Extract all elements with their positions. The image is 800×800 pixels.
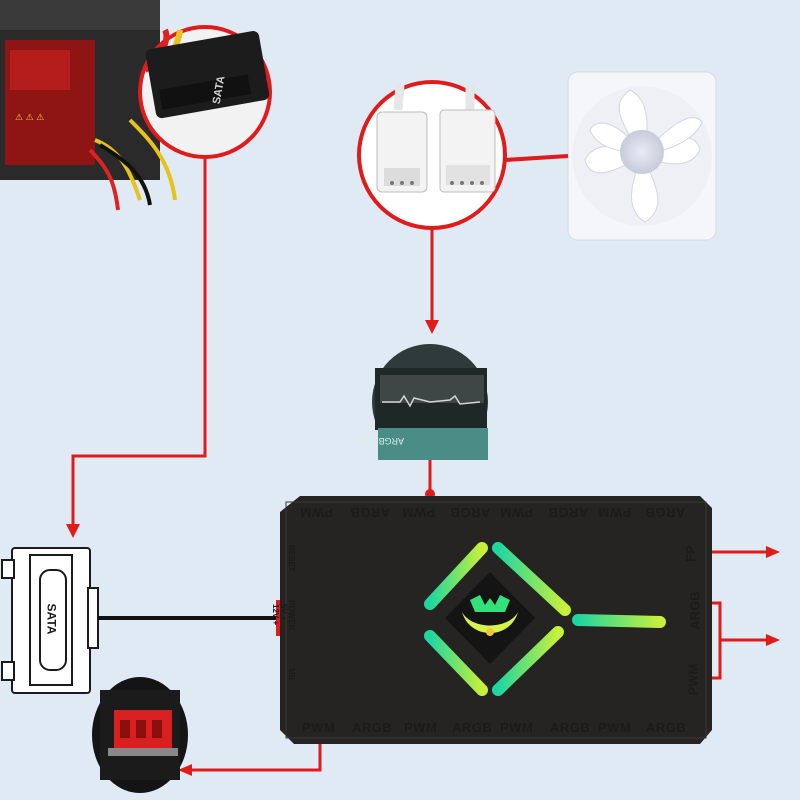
top-port-label[interactable]: PWM — [500, 505, 534, 520]
reset-label: RESET — [287, 545, 296, 572]
bottom-port-label[interactable]: ARGB — [352, 720, 393, 735]
fan-hub-board — [280, 496, 712, 744]
svg-text:⚠ ⚠ ⚠: ⚠ ⚠ ⚠ — [15, 112, 44, 122]
top-port-label[interactable]: ARGB — [450, 505, 491, 520]
case-fan-image — [567, 71, 717, 241]
fan-cable-zoom — [357, 80, 507, 230]
right-port-label[interactable]: FP — [682, 545, 698, 562]
top-port-label[interactable]: PWM — [300, 505, 334, 520]
twelve-volt-label: 12V + — [271, 604, 280, 626]
top-port-label[interactable]: ARGB — [645, 505, 686, 520]
top-port-label[interactable]: ARGB — [548, 505, 589, 520]
bottom-port-label[interactable]: PWM — [500, 720, 534, 735]
mb-label: MB — [287, 668, 296, 681]
bottom-port-label[interactable]: PWM — [302, 720, 336, 735]
bottom-port-label[interactable]: ARGB — [550, 720, 591, 735]
bottom-port-label[interactable]: ARGB — [452, 720, 493, 735]
top-port-label[interactable]: ARGB — [350, 505, 391, 520]
bottom-port-label[interactable]: PWM — [598, 720, 632, 735]
fan-header-zoom — [92, 677, 188, 793]
bottom-port-label[interactable]: PWM — [404, 720, 438, 735]
right-port-label[interactable]: PWM — [685, 663, 701, 696]
bottom-port-label[interactable]: ARGB — [646, 720, 687, 735]
sata-power-zoom — [138, 25, 272, 159]
psu-image: ⚠ ⚠ ⚠ — [0, 0, 177, 211]
sata-connector-label: SATA — [44, 603, 59, 635]
sata-connector-drawing — [1, 547, 99, 694]
right-port-label[interactable]: ARGB — [687, 591, 703, 630]
five-volt-label: 5V + — [279, 604, 288, 621]
board-connector-text: ARGB MW — [359, 436, 404, 446]
top-port-label[interactable]: PWM — [598, 505, 632, 520]
power-label: POWER — [287, 600, 296, 631]
hub-connector-zoom: ARGB MW — [359, 344, 488, 460]
top-port-label[interactable]: PWM — [402, 505, 436, 520]
